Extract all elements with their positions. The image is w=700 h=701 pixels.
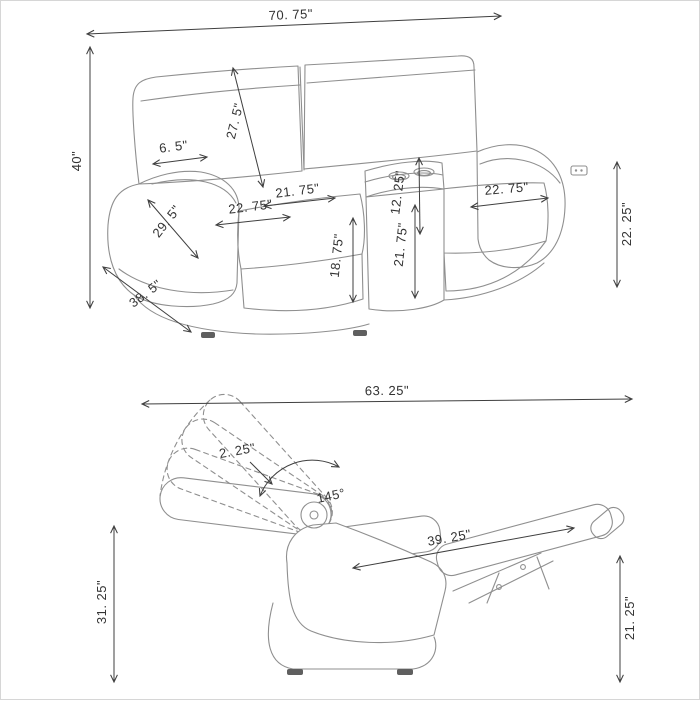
- loveseat-left-arm-crease: [118, 268, 234, 294]
- dim-back-cushion-thickness-label: 2. 25": [218, 440, 257, 461]
- recline-motion-arc: [159, 399, 211, 497]
- recliner-foot-left: [287, 669, 303, 675]
- recline-angle-arc: [258, 459, 341, 498]
- back-cushion-position-1: [202, 393, 333, 534]
- recline-pivot-inner: [309, 510, 319, 520]
- loveseat-back-right-cushion: [303, 55, 478, 170]
- linkage-joint-1: [496, 584, 502, 590]
- loveseat-base-skirt-left: [133, 294, 370, 335]
- dim-reclined-overall-length: 63. 25": [140, 383, 634, 408]
- power-button-panel: [570, 165, 588, 176]
- dim-back-cushion-height: 27. 5": [223, 66, 266, 189]
- linkage-bar-4: [536, 556, 550, 590]
- recline-pivot-outer: [300, 501, 328, 529]
- recline-position-1: [202, 393, 333, 534]
- recliner-side-diagram: 63. 25" 2. 25" 145° 39. 25" 31. 25" 21. …: [94, 383, 637, 684]
- loveseat-back-left-cushion: [132, 65, 303, 185]
- console-lid-seam: [364, 172, 444, 183]
- loveseat-foot-right: [353, 330, 367, 336]
- linkage-bar-3: [486, 572, 500, 604]
- dim-overall-width-line: [85, 12, 503, 38]
- linkage-joint-2: [520, 564, 526, 570]
- dim-arm-top-width-label: 6. 5": [158, 137, 188, 155]
- dim-recliner-overall-height: 31. 25": [94, 524, 118, 684]
- dim-overall-depth: 38. 5": [101, 266, 193, 333]
- dim-arm-top-width-line: [151, 154, 209, 167]
- dim-overall-width: 70. 75": [85, 6, 503, 38]
- loveseat-back-left-seam: [140, 84, 301, 102]
- cupholder-right: [413, 167, 435, 177]
- recliner-art: [159, 393, 625, 675]
- dim-overall-depth-label: 38. 5": [126, 276, 164, 310]
- loveseat-left-seat-front: [240, 253, 364, 312]
- dim-reclined-overall-length-line: [140, 395, 634, 408]
- loveseat-right-seat-cushion: [441, 182, 549, 254]
- loveseat-left-arm-roll: [151, 179, 237, 204]
- loveseat-base-skirt-right: [443, 262, 545, 301]
- loveseat-left-arm: [107, 170, 240, 308]
- dim-recline-angle: 145°: [258, 459, 347, 506]
- dim-reclined-body-length-line: [351, 525, 576, 571]
- footrest-tip-flap: [590, 506, 625, 540]
- dim-seat-width-label: 21. 75": [275, 180, 321, 200]
- loveseat-foot-left: [201, 332, 215, 338]
- loveseat-right-arm-roll: [479, 158, 561, 184]
- dim-back-cushion-height-label: 27. 5": [223, 101, 246, 140]
- power-button-dot-1: [574, 169, 578, 172]
- dim-left-cushion-width-line: [214, 213, 292, 229]
- dim-arm-front-depth: 29. 5": [147, 199, 199, 259]
- dim-console-width: 12. 25": [387, 156, 424, 236]
- dim-overall-width-label: 70. 75": [268, 6, 313, 23]
- dim-footrest-height-label: 21. 25": [622, 596, 637, 640]
- dim-recline-angle-label: 145°: [315, 485, 346, 506]
- cupholder-left-inner: [391, 174, 407, 180]
- dim-console-width-label: 12. 25": [387, 170, 407, 216]
- dim-recliner-overall-height-label: 31. 25": [94, 580, 109, 624]
- loveseat-right-arm: [476, 144, 566, 269]
- dim-overall-height: 40": [69, 45, 94, 310]
- dim-reclined-overall-length-label: 63. 25": [365, 383, 409, 398]
- dim-seat-front-height: 18. 75": [327, 216, 357, 304]
- recliner-arm-body: [285, 522, 447, 644]
- cupholder-left: [388, 171, 410, 181]
- dim-console-front-height-label: 21. 75": [391, 222, 411, 268]
- dim-reclined-body-length-label: 39. 25": [426, 526, 472, 548]
- dim-console-width-line: [415, 156, 424, 236]
- dim-console-front-height: 21. 75": [391, 203, 419, 300]
- dim-left-cushion-width: 22. 75": [214, 196, 292, 229]
- dim-overall-depth-line: [101, 266, 193, 333]
- dim-right-cushion-width: 22. 75": [469, 179, 550, 211]
- dim-arm-height: 22. 25": [613, 160, 634, 289]
- dim-arm-top-width: 6. 5": [151, 137, 209, 167]
- dim-left-cushion-width-label: 22. 75": [228, 196, 274, 216]
- dim-seat-width: 21. 75": [262, 180, 337, 210]
- dim-arm-front-depth-line: [147, 199, 199, 259]
- dim-arm-height-label: 22. 25": [619, 202, 634, 246]
- loveseat-front-diagram: 70. 75" 40" 27. 5" 6. 5" 21. 75" 22. 75"…: [69, 6, 634, 338]
- loveseat-back-center-seam: [299, 66, 305, 171]
- dim-back-cushion-thickness: 2. 25": [218, 440, 273, 485]
- loveseat-art: [107, 55, 588, 338]
- dim-right-cushion-width-line: [469, 194, 550, 211]
- dim-seat-front-height-label: 18. 75": [327, 233, 347, 279]
- dim-seat-width-line: [262, 194, 337, 210]
- footrest-tip-group: [590, 506, 625, 540]
- loveseat-right-seat-front: [443, 240, 547, 292]
- dim-footrest-height: 21. 25": [616, 554, 637, 684]
- power-button-dot-2: [580, 169, 583, 172]
- dim-overall-height-label: 40": [69, 151, 84, 172]
- loveseat-back-right-seam: [306, 69, 476, 84]
- recliner-foot-right: [397, 669, 413, 675]
- recliner-base: [267, 602, 437, 670]
- dim-right-cushion-width-label: 22. 75": [484, 179, 529, 198]
- dim-back-cushion-height-line: [230, 66, 266, 189]
